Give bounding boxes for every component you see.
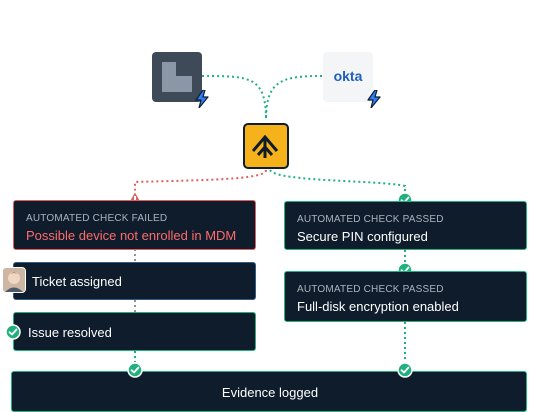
check-circle-icon [5,324,21,340]
ticket-assigned-label: Ticket assigned [32,274,122,289]
connector-hub-to-passed [269,169,406,192]
vanta-hub-tile[interactable] [243,123,289,169]
secure-pin-check-card[interactable]: AUTOMATED CHECK PASSED Secure PIN config… [284,201,527,250]
okta-app-tile[interactable]: okta [323,52,373,102]
vanta-logo-icon [251,134,279,158]
lightning-bolt-icon [195,90,209,108]
disk-encryption-check-title: AUTOMATED CHECK PASSED [297,284,444,295]
failed-check-title: AUTOMATED CHECK FAILED [26,213,168,224]
lightning-bolt-icon [367,90,381,108]
issue-resolved-label: Issue resolved [28,325,112,340]
workspace-app-icon [162,62,192,92]
user-avatar [2,267,26,293]
check-circle-icon [397,362,413,378]
issue-resolved-card[interactable]: Issue resolved [13,312,256,351]
disk-encryption-check-card[interactable]: AUTOMATED CHECK PASSED Full-disk encrypt… [284,271,527,322]
evidence-logged-label: Evidence logged [221,385,319,400]
disk-encryption-check-description: Full-disk encryption enabled [297,299,459,314]
left-source-app-tile[interactable] [152,52,202,102]
check-circle-icon [127,362,143,378]
failed-check-card[interactable]: AUTOMATED CHECK FAILED Possible device n… [13,200,256,250]
ticket-assigned-card[interactable]: Ticket assigned [13,262,256,300]
connector-hub-to-failed [134,169,267,192]
connector-left-app-to-hub [201,75,267,121]
connector-okta-to-hub [265,75,323,121]
secure-pin-check-description: Secure PIN configured [297,229,428,244]
okta-logo-text: okta [333,68,363,84]
secure-pin-check-title: AUTOMATED CHECK PASSED [297,214,444,225]
person-icon [3,268,25,292]
evidence-logged-card[interactable]: Evidence logged [11,371,527,412]
failed-check-description: Possible device not enrolled in MDM [26,228,237,243]
